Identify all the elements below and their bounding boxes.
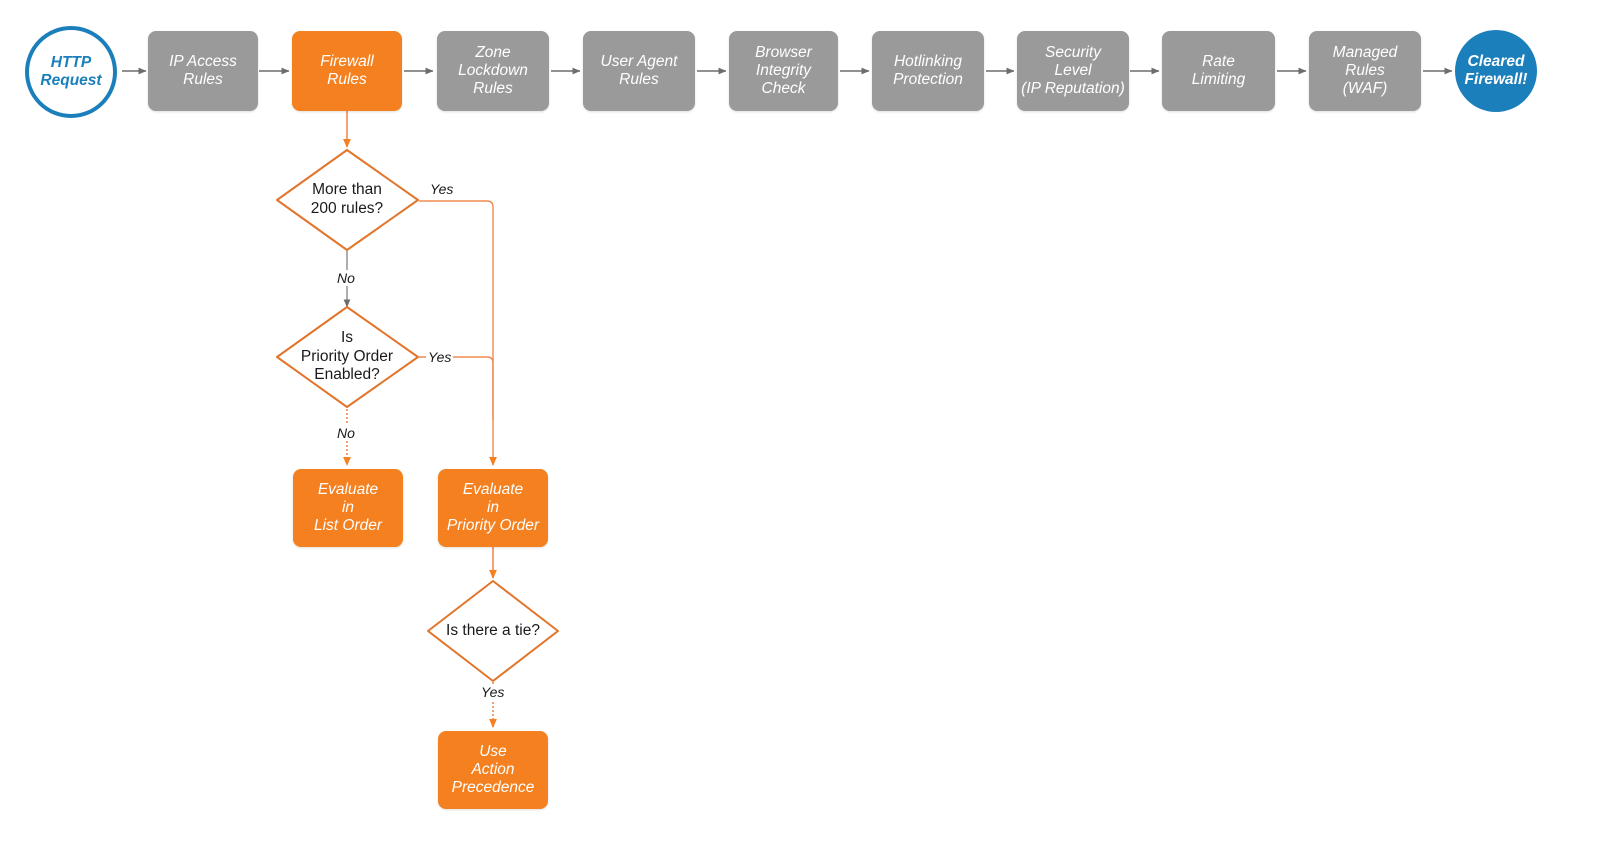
edge-decision2-yes [419,356,494,420]
node-browser-integrity-check[interactable]: Browser Integrity Check [729,31,838,111]
edge-label-decision2-no: No [335,425,357,441]
node-http-request[interactable]: HTTP Request [25,26,117,118]
node-rate-limiting[interactable]: Rate Limiting [1162,31,1275,111]
decision-2-label[interactable]: Is Priority Order Enabled? [300,329,394,384]
edge-label-decision1-yes: Yes [428,181,456,197]
decision-1-label[interactable]: More than 200 rules? [310,181,384,217]
decision-3-label[interactable]: Is there a tie? [446,621,540,639]
node-user-agent-rules[interactable]: User Agent Rules [583,31,695,111]
node-evaluate-priority-order[interactable]: Evaluate in Priority Order [438,469,548,547]
node-security-level[interactable]: Security Level (IP Reputation) [1017,31,1129,111]
node-ip-access-rules[interactable]: IP Access Rules [148,31,258,111]
node-use-action-precedence[interactable]: Use Action Precedence [438,731,548,809]
node-firewall-rules[interactable]: Firewall Rules [292,31,402,111]
node-managed-rules-waf[interactable]: Managed Rules (WAF) [1309,31,1421,111]
edge-label-decision1-no: No [335,270,357,286]
node-zone-lockdown-rules[interactable]: Zone Lockdown Rules [437,31,549,111]
edge-label-decision2-yes: Yes [426,349,454,365]
node-cleared-firewall[interactable]: Cleared Firewall! [1455,30,1537,112]
node-hotlinking-protection[interactable]: Hotlinking Protection [872,31,984,111]
node-evaluate-list-order[interactable]: Evaluate in List Order [293,469,403,547]
edge-label-decision3-yes: Yes [479,684,507,700]
edge-decision1-yes [419,200,497,466]
